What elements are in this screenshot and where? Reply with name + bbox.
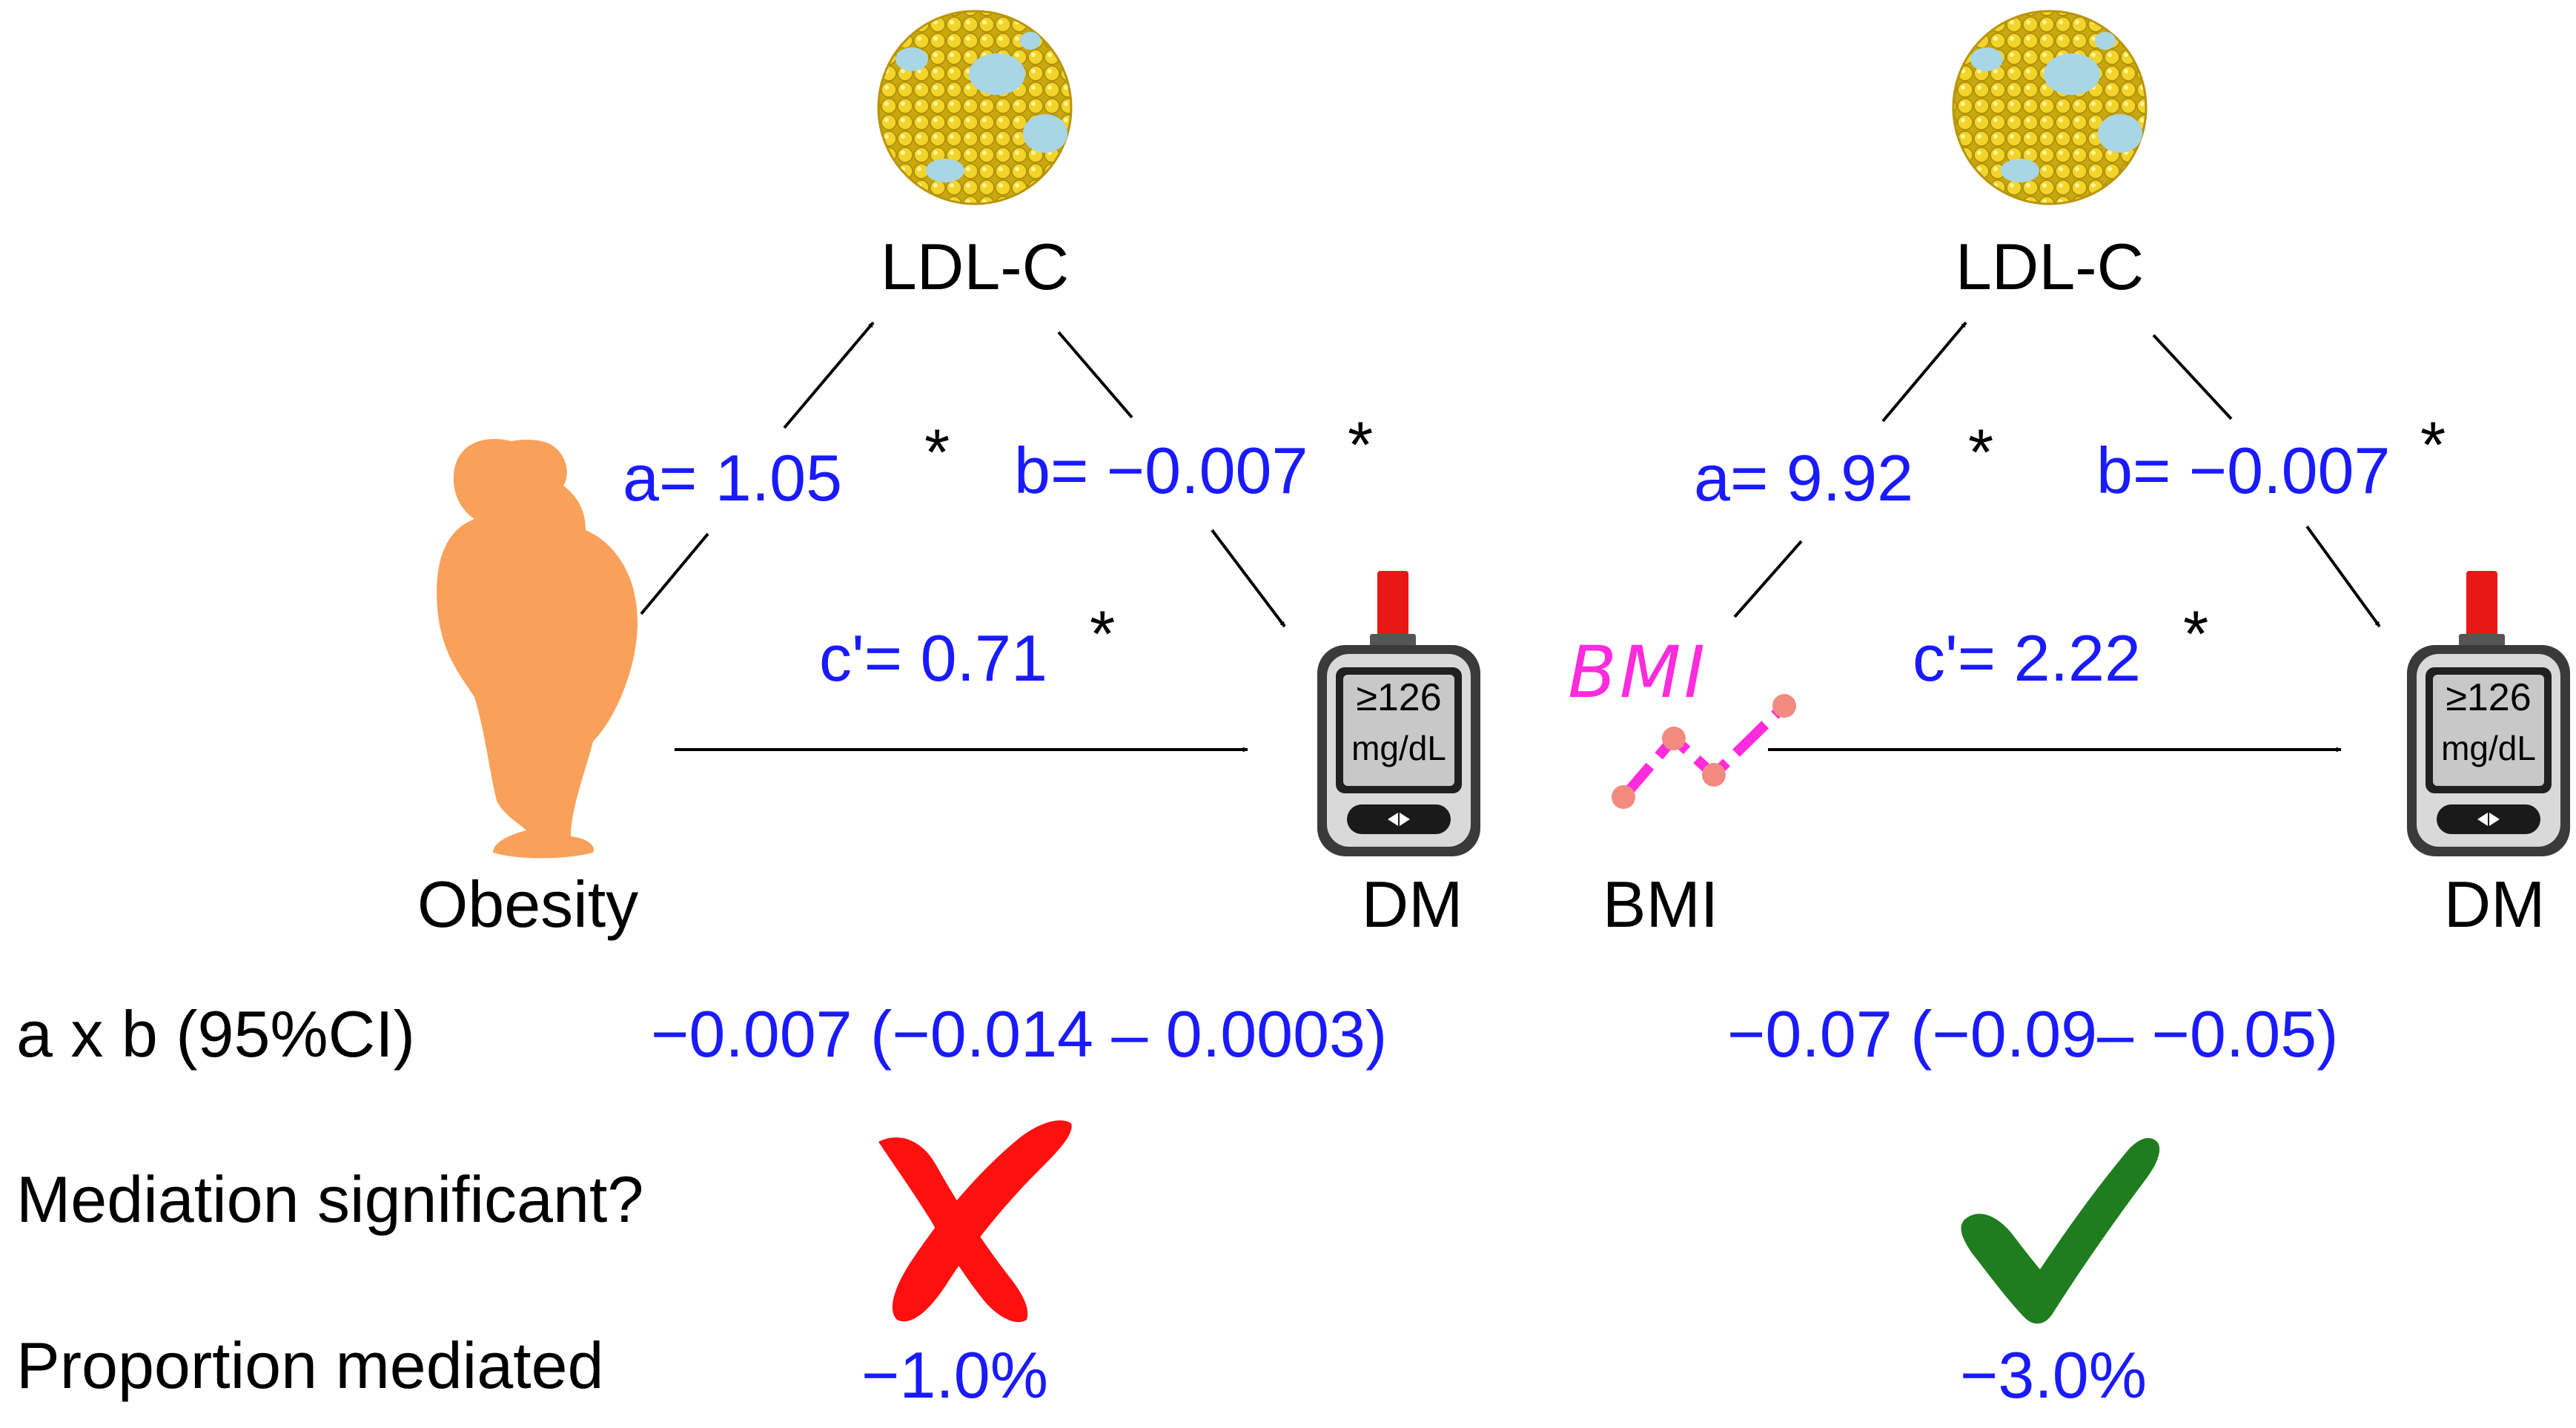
path-c-star: * [2183, 597, 2208, 670]
path-a-lower-segment [640, 532, 709, 615]
glucometer-icon: ≥126 mg/dL [1317, 571, 1480, 856]
panel-obesity: LDL-C Obesity ≥126 mg/dL DM a= 1.05 [417, 10, 1480, 941]
panel-bmi: LDL-C BMI BMI ≥126 mg/dL DM [1568, 10, 2570, 941]
meter-unit: mg/dL [1351, 729, 1446, 767]
path-c-star: * [1090, 597, 1115, 670]
proportion-label: Proportion mediated [16, 1329, 603, 1402]
path-a-coefficient: a= 9.92 [1694, 441, 1913, 515]
indirect-effect-value-right: −0.07 (−0.09– −0.05) [1727, 997, 2338, 1071]
path-c-coefficient: c'= 2.22 [1913, 621, 2141, 695]
green-check-icon [1961, 1137, 2160, 1324]
path-b-upper-segment [2152, 334, 2233, 420]
ldl-particle-icon [1952, 10, 2148, 205]
path-a-star: * [924, 415, 950, 489]
ldl-particle-icon [877, 10, 1073, 205]
bmi-trend-icon: BMI [1568, 631, 1796, 809]
indirect-effect-value-left: −0.007 (−0.014 – 0.0003) [651, 997, 1387, 1071]
path-b-upper-segment [1057, 331, 1133, 419]
bmi-icon-text: BMI [1568, 631, 1708, 714]
red-cross-icon [878, 1120, 1072, 1323]
meter-reading: ≥126 [2446, 676, 2531, 719]
obese-person-icon [437, 439, 638, 859]
path-b-star: * [2420, 408, 2446, 481]
path-a-star: * [1968, 415, 1993, 489]
glucometer-icon: ≥126 mg/dL [2407, 571, 2570, 856]
outcome-label: DM [2444, 867, 2546, 941]
proportion-value-right: −3.0% [1960, 1338, 2147, 1412]
meter-unit: mg/dL [2441, 729, 2536, 767]
path-b-arrow [1211, 529, 1286, 628]
meter-reading: ≥126 [1356, 676, 1441, 719]
path-b-star: * [1348, 408, 1373, 481]
mediator-label: LDL-C [881, 230, 1069, 303]
exposure-label: BMI [1603, 867, 1718, 941]
path-a-arrow [1881, 321, 1967, 423]
proportion-value-left: −1.0% [861, 1338, 1048, 1412]
path-b-coefficient: b= −0.007 [1014, 434, 1308, 507]
outcome-label: DM [1362, 867, 1463, 941]
significance-label: Mediation significant? [16, 1163, 643, 1236]
summary-rows: a x b (95%CI) −0.007 (−0.014 – 0.0003) −… [16, 997, 2338, 1412]
path-c-coefficient: c'= 0.71 [819, 621, 1047, 695]
path-b-arrow [2305, 525, 2381, 628]
exposure-label: Obesity [417, 867, 638, 941]
path-a-lower-segment [1733, 540, 1803, 618]
path-b-coefficient: b= −0.007 [2096, 434, 2390, 507]
mediator-label: LDL-C [1956, 230, 2144, 303]
path-a-arrow [783, 321, 875, 429]
path-a-coefficient: a= 1.05 [623, 441, 842, 515]
indirect-effect-label: a x b (95%CI) [16, 997, 415, 1071]
